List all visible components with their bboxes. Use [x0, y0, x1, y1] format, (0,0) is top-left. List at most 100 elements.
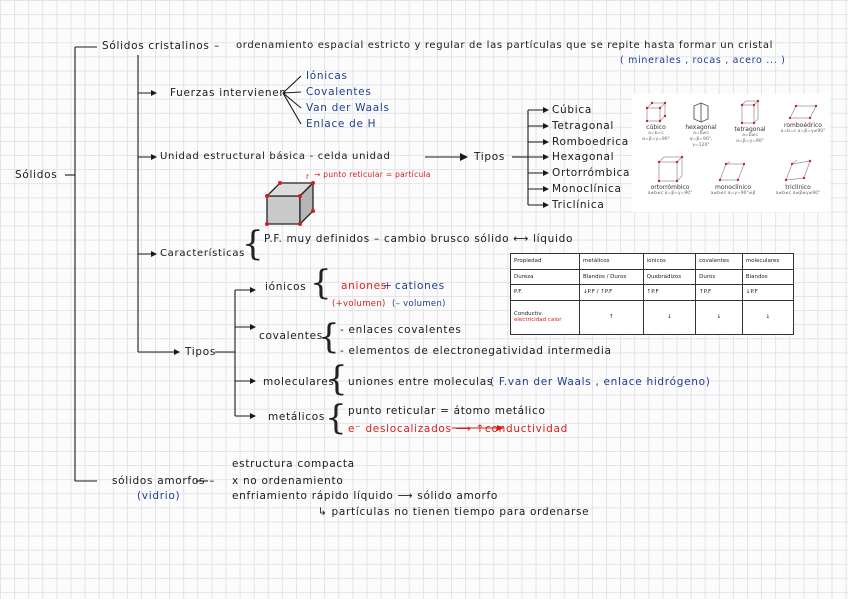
table-cell: Duros	[695, 268, 743, 286]
ionic-brace: {	[310, 263, 332, 303]
conductivity-sub: electricidad calor	[514, 317, 562, 324]
force-covalent: Covalentes	[306, 86, 372, 98]
rhombohedral-cell: romboédrico a=b=c α=β=γ≠90°	[780, 102, 826, 135]
tetragonal-params: a=b≠c α=β=γ=90°	[736, 133, 764, 144]
hexagonal-name: hexagonal	[685, 124, 717, 131]
conductivity-label: Conductiv.	[514, 311, 543, 318]
cubic-cell: cúbico a=b=c α=β=γ=90°	[638, 100, 674, 143]
crystalline-dash: –	[214, 40, 220, 52]
unit-cell-cube	[265, 181, 315, 226]
crystalline-examples: ( minerales , rocas , acero ... )	[620, 55, 786, 66]
table-cell: ↓P.F	[741, 284, 795, 301]
table-cell: Dureza	[510, 268, 580, 286]
rhombohedral-params: a=b=c α=β=γ≠90°	[780, 129, 826, 134]
properties-table: Propiedad metálicos iónicos covalentes m…	[510, 253, 795, 336]
system-rhombohedral: Romboedrica	[552, 136, 629, 148]
unit-types-label: Tipos	[474, 151, 506, 163]
crystalline-definition: ordenamiento espacial estricto y regular…	[236, 40, 774, 51]
system-orthorhombic: Ortorrómbica	[552, 167, 631, 179]
metallic-label: metálicos	[268, 411, 326, 423]
table-cell: ↑P.F	[642, 284, 697, 301]
orthorhombic-params: a≠b≠c α=β=γ=90°	[647, 191, 693, 196]
table-row: Dureza Blandos / Duros Quebradizos Duros…	[510, 268, 795, 286]
table-cell: Quebradizos	[642, 268, 697, 286]
tetragonal-name: tetragonal	[734, 126, 766, 133]
orthorhombic-cell: ortorrómbico a≠b≠c α=β=γ=90°	[646, 154, 694, 197]
triclinic-cell: triclínico a≠b≠c α≠β≠γ≠90°	[772, 158, 824, 197]
system-monoclinic: Monoclínica	[552, 183, 622, 195]
table-cell: Blandos / Duros	[578, 268, 644, 286]
force-vdw: Van der Waals	[306, 102, 390, 114]
covalent-brace: {	[318, 317, 340, 357]
metallic-brace: {	[325, 398, 347, 438]
monoclinic-params: a≠b≠c α=γ=90°≠β	[710, 191, 756, 196]
force-ionic: Iónicas	[306, 70, 348, 82]
tetragonal-cell: tetragonal a=b≠c α=β=γ=90°	[730, 98, 770, 145]
hexagonal-params: a=b≠c α=β=90°, γ=120°	[689, 131, 713, 148]
triclinic-name: triclínico	[785, 184, 811, 191]
table-cell: iónicos	[642, 253, 697, 270]
unit-label: Unidad estructural básica - celda unidad	[160, 151, 391, 162]
molecular-note: ( F.van der Waals , enlace hidrógeno)	[490, 376, 711, 388]
characteristics-pf: P.F. muy definidos – cambio brusco sólid…	[264, 233, 574, 245]
monoclinic-cell: monoclínico a≠b≠c α=γ=90°≠β	[708, 160, 758, 197]
table-cell: covalentes	[695, 253, 743, 270]
hexagonal-cell: hexagonal a=b≠c α=β=90°, γ=120°	[682, 100, 720, 149]
characteristics-brace: {	[242, 224, 264, 264]
system-tetragonal: Tetragonal	[552, 120, 615, 132]
ionic-cations: cationes	[395, 280, 445, 292]
forces-label: Fuerzas intervienen	[170, 87, 287, 99]
triclinic-params: a≠b≠c α≠β≠γ≠90°	[775, 191, 821, 196]
types-label: Tipos	[185, 346, 217, 358]
table-row: P.F. ↓P.F / ↑P.F ↑P.F ↑P.F ↓P.F	[510, 284, 795, 301]
lattice-point-note: → punto reticular = partícula	[314, 170, 431, 179]
characteristics-label: Características	[160, 248, 246, 259]
molecular-text: uniones entre moleculas	[348, 376, 494, 388]
cubic-params: a=b=c α=β=γ=90°	[642, 131, 670, 142]
crystalline-title: Sólidos cristalinos	[102, 40, 210, 52]
covalent-line1: - enlaces covalentes	[340, 324, 462, 336]
table-cell: Blandos	[741, 268, 795, 286]
monoclinic-name: monoclínico	[714, 184, 752, 191]
table-cell: ↓	[741, 299, 795, 336]
table-cell: P.F.	[510, 284, 580, 301]
lattice-point-mark: r	[306, 172, 310, 181]
rhombohedral-name: romboédrico	[784, 122, 822, 129]
crystal-systems-reference: cúbico a=b=c α=β=γ=90° hexagonal a=b≠c α…	[632, 94, 830, 212]
ionic-anion-note: (+volumen)	[332, 299, 386, 309]
system-triclinic: Triclínica	[552, 199, 605, 211]
amorphous-line3: enfriamiento rápido líquido ⟶ sólido amo…	[232, 490, 499, 502]
table-cell: ↓	[695, 299, 743, 336]
table-cell: ↓	[642, 299, 697, 336]
covalent-label: covalentes	[259, 330, 323, 342]
metallic-line1: punto reticular = átomo metálico	[348, 405, 546, 417]
table-cell: ↓P.F / ↑P.F	[578, 284, 644, 301]
amorphous-line2: x no ordenamiento	[232, 475, 344, 487]
table-cell: ↑	[578, 299, 644, 336]
table-cell: metálicos	[578, 253, 644, 270]
ionic-cation-note: (– volumen)	[392, 299, 446, 309]
table-header-row: Propiedad metálicos iónicos covalentes m…	[510, 253, 795, 270]
amorphous-title: sólidos amorfos –	[112, 475, 216, 487]
ionic-label: iónicos	[265, 281, 307, 293]
system-hexagonal: Hexagonal	[552, 151, 615, 163]
amorphous-line4: ↳ partículas no tienen tiempo para orden…	[318, 506, 590, 518]
molecular-brace: {	[326, 359, 348, 399]
table-row: Conductiv. electricidad calor ↑ ↓ ↓ ↓	[510, 299, 795, 336]
metallic-line2: e⁻ deslocalizados ⟶ ↑conductividad	[348, 423, 569, 435]
ionic-plus: +	[383, 280, 393, 292]
amorphous-line1: estructura compacta	[232, 458, 355, 470]
molecular-label: moleculares	[263, 376, 335, 388]
table-cell: Propiedad	[510, 253, 580, 270]
orthorhombic-name: ortorrómbico	[650, 184, 690, 191]
table-cell: ↑P.F	[695, 284, 743, 301]
ionic-anions: aniones	[341, 280, 387, 292]
force-hbond: Enlace de H	[306, 118, 377, 130]
amorphous-example: (vidrio)	[137, 490, 181, 502]
system-cubic: Cúbica	[552, 104, 592, 116]
root-title: Sólidos	[15, 169, 58, 181]
table-cell: moleculares	[741, 253, 795, 270]
table-cell: Conductiv. electricidad calor	[510, 299, 580, 336]
cubic-name: cúbico	[646, 124, 666, 131]
